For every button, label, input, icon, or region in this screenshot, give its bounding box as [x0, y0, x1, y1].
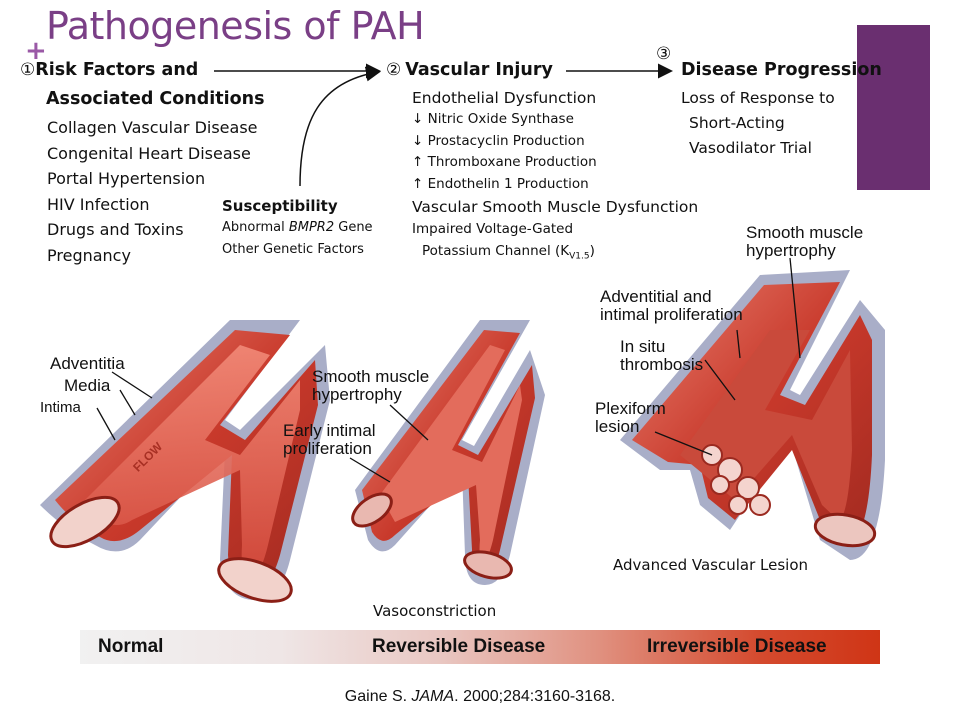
- list-item: Loss of Response to: [681, 89, 835, 107]
- list-item: Pregnancy: [47, 245, 131, 265]
- susceptibility-line1: Abnormal BMPR2 Gene: [222, 220, 373, 235]
- arrow-susceptibility: [299, 66, 381, 187]
- citation: Gaine S. JAMA. 2000;284:3160-3168.: [344, 688, 616, 705]
- disease-spectrum-bar: [80, 630, 880, 664]
- spectrum-irreversible: Irreversible Disease: [647, 636, 827, 657]
- list-item: ↑ Thromboxane Production: [412, 154, 597, 170]
- vascular-injury-list: Endothelial Dysfunction ↓ Nitric Oxide S…: [412, 87, 698, 268]
- list-item: Potassium Channel (KV1.5): [422, 242, 595, 262]
- vessel-advanced: [620, 270, 885, 560]
- advanced-lesion-label: Advanced Vascular Lesion: [613, 556, 808, 574]
- plexiform-lesion-label: Plexiform lesion: [595, 399, 666, 436]
- list-item: Congenital Heart Disease: [47, 143, 251, 163]
- step-heading: Risk Factors and: [35, 60, 199, 80]
- list-item: Vasodilator Trial: [689, 139, 812, 157]
- list-item: Endothelial Dysfunction: [412, 89, 597, 107]
- list-item: ↑ Endothelin 1 Production: [412, 175, 589, 192]
- list-item: Impaired Voltage-Gated: [412, 221, 574, 237]
- in-situ-thrombosis-label: In situ thrombosis: [620, 337, 704, 374]
- spectrum-normal: Normal: [98, 636, 164, 657]
- list-item: ↓ Prostacyclin Production: [412, 132, 585, 149]
- step-risk-factors: ①Risk Factors and: [20, 60, 198, 80]
- page-title: Pathogenesis of PAH: [46, 4, 425, 48]
- list-item: HIV Infection: [47, 194, 150, 214]
- step-number-2: ②: [386, 60, 402, 80]
- step-heading-line2: Associated Conditions: [46, 89, 265, 109]
- list-item: Portal Hypertension: [47, 169, 206, 188]
- susceptibility-line2: Other Genetic Factors: [222, 241, 364, 257]
- intima-label: Intima: [40, 399, 81, 416]
- list-item: Vascular Smooth Muscle Dysfunction: [412, 198, 699, 216]
- risk-factor-list: Collagen Vascular Disease Congenital Hea…: [47, 115, 258, 268]
- step-heading: Disease Progression: [681, 60, 882, 80]
- list-item: ↓ Nitric Oxide Synthase: [412, 111, 574, 127]
- step-number-3: ③: [656, 44, 672, 64]
- media-label: Media: [64, 376, 111, 395]
- accent-block: [857, 25, 930, 190]
- list-item: Collagen Vascular Disease: [47, 118, 258, 137]
- early-intimal-label: Early intimal proliferation: [283, 421, 376, 458]
- step-heading: Vascular Injury: [405, 60, 553, 80]
- plus-icon: +: [25, 36, 47, 66]
- spectrum-reversible: Reversible Disease: [372, 636, 546, 657]
- susceptibility-heading: Susceptibility: [222, 197, 338, 215]
- vessel-vasoconstriction: [351, 320, 545, 585]
- vasoconstriction-label: Vasoconstriction: [373, 602, 497, 620]
- list-item: Drugs and Toxins: [47, 220, 184, 239]
- vessel-normal: [40, 320, 330, 603]
- list-item: Short-Acting: [689, 114, 785, 132]
- step-number-1: ①: [20, 60, 36, 80]
- smooth-muscle-label: Smooth muscle hypertrophy: [312, 367, 430, 404]
- disease-progression-list: Loss of Response to Short-Acting Vasodil…: [681, 86, 835, 161]
- adventitia-label: Adventitia: [50, 354, 125, 373]
- smooth-muscle-label-2: Smooth muscle hypertrophy: [746, 223, 864, 260]
- susceptibility-box: Susceptibility Abnormal BMPR2 Gene Other…: [222, 197, 373, 260]
- adventitial-intimal-label: Adventitial and intimal proliferation: [600, 287, 743, 324]
